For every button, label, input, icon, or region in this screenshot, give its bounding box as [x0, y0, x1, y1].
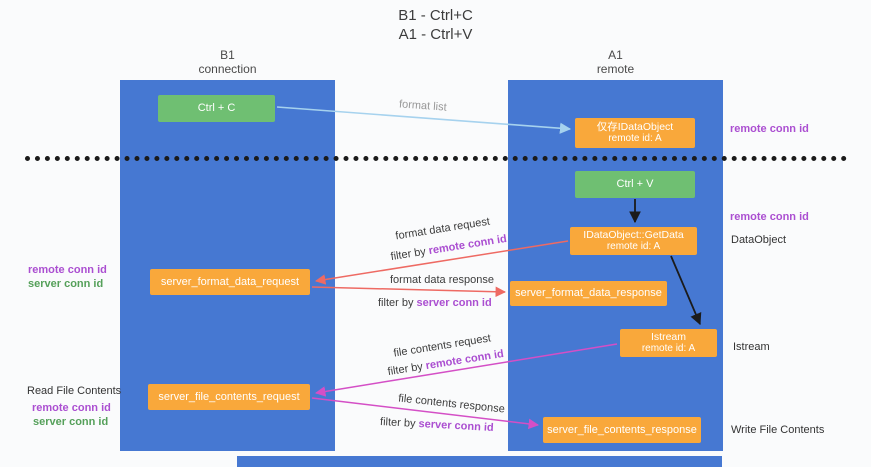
annotation-left-remote-2: remote conn id	[32, 402, 111, 414]
annotation-left-server-2: server conn id	[33, 416, 109, 428]
ctrl-c-box: Ctrl + C	[158, 95, 275, 122]
bottom-bar	[237, 456, 722, 467]
server-conn-id-text: server conn id	[416, 297, 492, 309]
annotation-read-file-contents: Read File Contents	[27, 385, 122, 397]
annotation-dataobject: DataObject	[731, 234, 787, 246]
title-line-1: B1 - Ctrl+C	[398, 7, 473, 24]
title-line-2: A1 - Ctrl+V	[398, 26, 473, 43]
annotation-istream: Istream	[733, 341, 770, 353]
istream-line1: Istream	[650, 331, 686, 343]
file-contents-response-label: file contents response	[397, 392, 506, 416]
server-conn-id-text: server conn id	[418, 418, 494, 434]
format-data-response-filter: filter by server conn id	[378, 297, 492, 309]
filter-by-text: filter by	[389, 245, 430, 264]
filter-by-text: filter by	[378, 297, 417, 309]
lane-b1-name: B1	[220, 48, 235, 62]
istream-box: Istream remote id: A	[620, 329, 717, 357]
server-file-contents-request-box: server_file_contents_request	[148, 384, 310, 410]
server-format-data-request-box: server_format_data_request	[150, 269, 310, 295]
annotation-left-remote-1: remote conn id	[28, 264, 107, 276]
annotation-left-server-1: server conn id	[28, 278, 104, 290]
annotation-remote-conn-id-1: remote conn id	[730, 123, 809, 135]
format-data-response-arrow	[311, 286, 507, 298]
filter-by-text: filter by	[379, 416, 419, 431]
istream-line2: remote id: A	[641, 343, 696, 354]
ctrl-c-label: Ctrl + C	[197, 102, 236, 114]
annotation-write-file-contents: Write File Contents	[731, 424, 825, 436]
format-data-response-label: format data response	[390, 274, 494, 286]
idataobject-box: 仅存IDataObject remote id: A	[575, 118, 695, 148]
server-file-contents-response-label: server_file_contents_response	[547, 423, 697, 436]
lane-header-a1: A1 remote	[508, 48, 723, 76]
lane-b1-sub: connection	[198, 62, 257, 76]
diagram-title: B1 - Ctrl+C A1 - Ctrl+V	[0, 6, 871, 44]
idataobject-line2: remote id: A	[608, 133, 662, 144]
idataobject-line1: 仅存IDataObject	[596, 121, 674, 133]
getdata-line1: IDataObject::GetData	[583, 229, 684, 241]
file-contents-response-filter: filter by server conn id	[380, 416, 494, 434]
lane-header-b1: B1 connection	[120, 48, 335, 76]
ctrl-v-box: Ctrl + V	[575, 171, 695, 198]
lane-a1-sub: remote	[596, 62, 635, 76]
server-file-contents-response-box: server_file_contents_response	[543, 417, 701, 443]
server-format-data-request-label: server_format_data_request	[160, 275, 300, 288]
dashed-divider	[25, 156, 847, 161]
ctrl-v-label: Ctrl + V	[616, 178, 654, 190]
getdata-line2: remote id: A	[606, 241, 661, 252]
lane-a1-name: A1	[608, 48, 623, 62]
annotation-remote-conn-id-2: remote conn id	[730, 211, 809, 223]
server-file-contents-request-label: server_file_contents_request	[158, 390, 300, 403]
remote-conn-id-text: remote conn id	[427, 232, 508, 258]
server-format-data-response-box: server_format_data_response	[510, 281, 667, 306]
filter-by-text: filter by	[386, 360, 427, 379]
server-format-data-response-label: server_format_data_response	[515, 287, 662, 299]
format-list-label: format list	[398, 98, 448, 114]
getdata-box: IDataObject::GetData remote id: A	[570, 227, 697, 255]
